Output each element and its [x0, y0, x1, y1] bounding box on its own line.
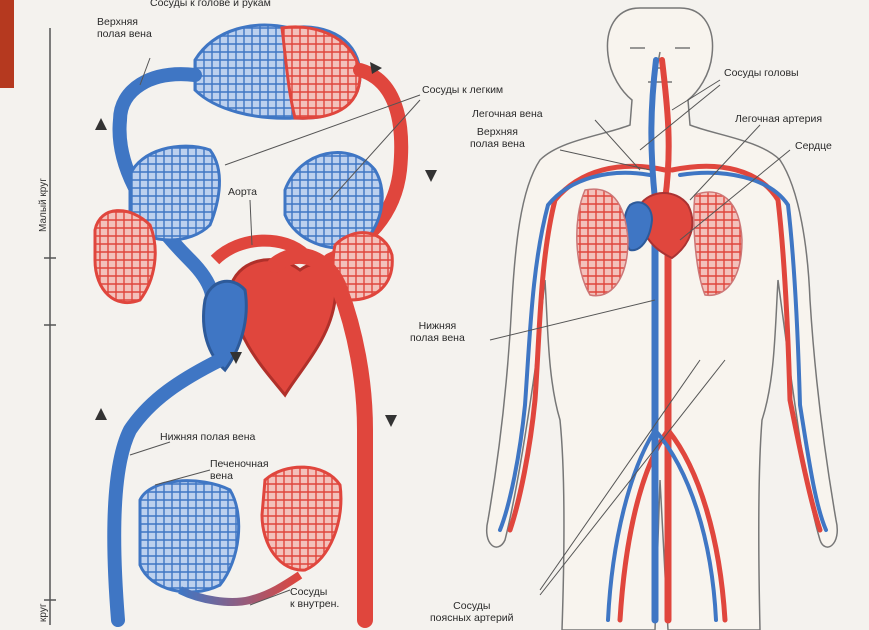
label-superior-vena-cava-body: Верхняя полая вена: [470, 126, 525, 150]
label-pulmonary-artery: Легочная артерия: [735, 113, 822, 125]
human-body-figure: [487, 8, 838, 630]
pulmonary-circuit-side-label: Малый круг: [38, 178, 49, 232]
top-caption: Сосуды к голове и рукам: [150, 0, 271, 9]
label-leg-vessels: Сосуды поясных артерий: [430, 600, 514, 624]
label-lung-vessels: Сосуды к легким: [422, 84, 503, 96]
label-aorta: Аорта: [228, 186, 257, 198]
label-superior-vena-cava-schema: Верхняя полая вена: [97, 16, 152, 40]
liver-capillary-bed: [140, 481, 239, 592]
label-inferior-vena-cava-body: Нижняя полая вена: [410, 320, 465, 344]
label-heart: Сердце: [795, 140, 832, 152]
label-internal-vessels: Сосуды к внутрен.: [290, 586, 339, 610]
body-left-lung: [577, 189, 628, 296]
circulation-schema: [44, 25, 437, 625]
heart: [230, 260, 336, 395]
label-inferior-vena-cava-schema: Нижняя полая вена: [160, 431, 255, 443]
label-pulmonary-vein: Легочная вена: [472, 108, 543, 120]
intestine-capillary-bed: [262, 467, 341, 570]
label-head-vessels: Сосуды головы: [724, 67, 799, 79]
label-hepatic-vein: Печеночная вена: [210, 458, 269, 482]
systemic-circuit-side-label: круг: [38, 604, 49, 622]
